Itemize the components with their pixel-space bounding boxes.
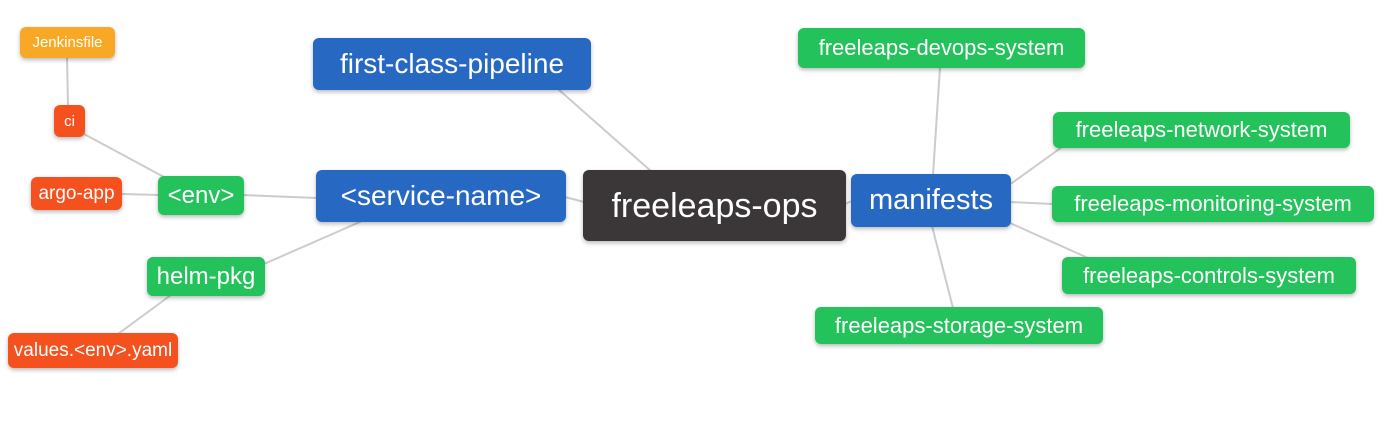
edge-manifests-controls-system — [1009, 222, 1089, 259]
node-service-name[interactable]: <service-name> — [316, 170, 566, 222]
edge-freeleaps-ops-manifests — [844, 200, 853, 205]
edge-jenkinsfile-ci — [66, 56, 69, 107]
edge-env-service-name — [242, 194, 318, 199]
node-jenkinsfile[interactable]: Jenkinsfile — [20, 27, 115, 58]
node-helm-pkg[interactable]: helm-pkg — [147, 257, 265, 296]
edge-service-name-helm-pkg — [263, 220, 363, 265]
edge-manifests-storage-system — [931, 225, 954, 309]
edge-manifests-network-system — [1011, 146, 1063, 184]
node-freeleaps-storage-system[interactable]: freeleaps-storage-system — [815, 307, 1103, 344]
node-argo-app[interactable]: argo-app — [31, 177, 122, 210]
edge-helm-pkg-values-env-yaml — [117, 294, 172, 335]
node-freeleaps-ops-root[interactable]: freeleaps-ops — [583, 170, 846, 241]
node-manifests[interactable]: manifests — [851, 174, 1011, 227]
node-ci[interactable]: ci — [54, 105, 85, 137]
edge-argo-app-env — [121, 193, 160, 196]
edge-manifests-monitoring-system — [1009, 201, 1054, 205]
edge-pipeline-freeleaps-ops — [557, 88, 653, 173]
node-freeleaps-monitoring-system[interactable]: freeleaps-monitoring-system — [1052, 186, 1374, 222]
node-freeleaps-network-system[interactable]: freeleaps-network-system — [1053, 112, 1350, 148]
edge-manifests-devops-system — [932, 66, 941, 176]
edge-ci-env — [83, 133, 165, 178]
node-env[interactable]: <env> — [158, 176, 244, 215]
edge-service-name-freeleaps-ops — [564, 196, 585, 203]
node-values-env-yaml[interactable]: values.<env>.yaml — [8, 333, 178, 368]
node-freeleaps-controls-system[interactable]: freeleaps-controls-system — [1062, 257, 1356, 294]
node-freeleaps-devops-system[interactable]: freeleaps-devops-system — [798, 28, 1085, 68]
node-first-class-pipeline[interactable]: first-class-pipeline — [313, 38, 591, 90]
